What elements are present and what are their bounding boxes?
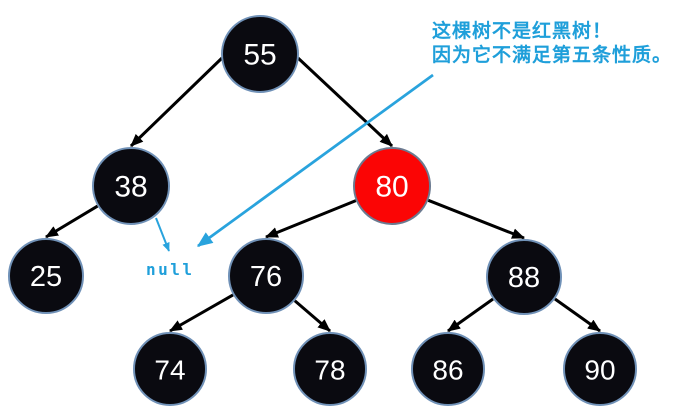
annotation-line-2: 因为它不满足第五条性质。 bbox=[432, 45, 673, 66]
tree-edge-88-86 bbox=[447, 297, 494, 333]
null-pointer-arrow bbox=[155, 217, 170, 252]
node-label: 86 bbox=[432, 355, 463, 386]
tree-edge-80-88 bbox=[427, 198, 526, 240]
node-label: 25 bbox=[30, 261, 62, 293]
tree-node-25: 25 bbox=[8, 238, 84, 314]
tree-edge-55-80 bbox=[296, 56, 394, 148]
node-label: 80 bbox=[375, 171, 408, 204]
tree-edge-76-78 bbox=[293, 299, 331, 333]
tree-edge-88-90 bbox=[554, 297, 601, 333]
node-circle bbox=[92, 147, 170, 225]
tree-node-78: 78 bbox=[293, 332, 367, 406]
node-circle bbox=[8, 238, 84, 314]
annotation-arrow bbox=[196, 73, 434, 248]
null-label: null bbox=[146, 260, 195, 279]
node-circle bbox=[221, 15, 299, 93]
tree-edge-38-25 bbox=[45, 204, 99, 239]
tree-node-74: 74 bbox=[133, 332, 207, 406]
node-circle bbox=[563, 332, 637, 406]
annotation-line-1: 这棵树不是红黑树！ bbox=[432, 21, 613, 42]
node-circle bbox=[293, 332, 367, 406]
node-label: 74 bbox=[154, 355, 185, 386]
node-circle bbox=[228, 238, 304, 314]
node-circle bbox=[486, 239, 562, 315]
node-circle bbox=[133, 332, 207, 406]
node-circle bbox=[353, 147, 431, 225]
tree-node-76: 76 bbox=[228, 238, 304, 314]
node-label: 38 bbox=[114, 171, 147, 204]
tree-node-55: 55 bbox=[221, 15, 299, 93]
tree-edge-55-38 bbox=[129, 56, 224, 148]
tree-edge-80-76 bbox=[264, 199, 357, 239]
node-label: 90 bbox=[584, 355, 615, 386]
tree-node-80: 80 bbox=[353, 147, 431, 225]
tree-node-88: 88 bbox=[486, 239, 562, 315]
node-label: 88 bbox=[508, 262, 540, 294]
tree-node-38: 38 bbox=[92, 147, 170, 225]
node-label: 78 bbox=[314, 355, 345, 386]
node-label: 55 bbox=[243, 39, 276, 72]
tree-node-86: 86 bbox=[411, 332, 485, 406]
tree-edge-76-74 bbox=[169, 293, 234, 333]
tree-node-90: 90 bbox=[563, 332, 637, 406]
annotation-text: 这棵树不是红黑树！ 因为它不满足第五条性质。 bbox=[432, 20, 672, 68]
node-label: 76 bbox=[250, 261, 282, 293]
node-circle bbox=[411, 332, 485, 406]
